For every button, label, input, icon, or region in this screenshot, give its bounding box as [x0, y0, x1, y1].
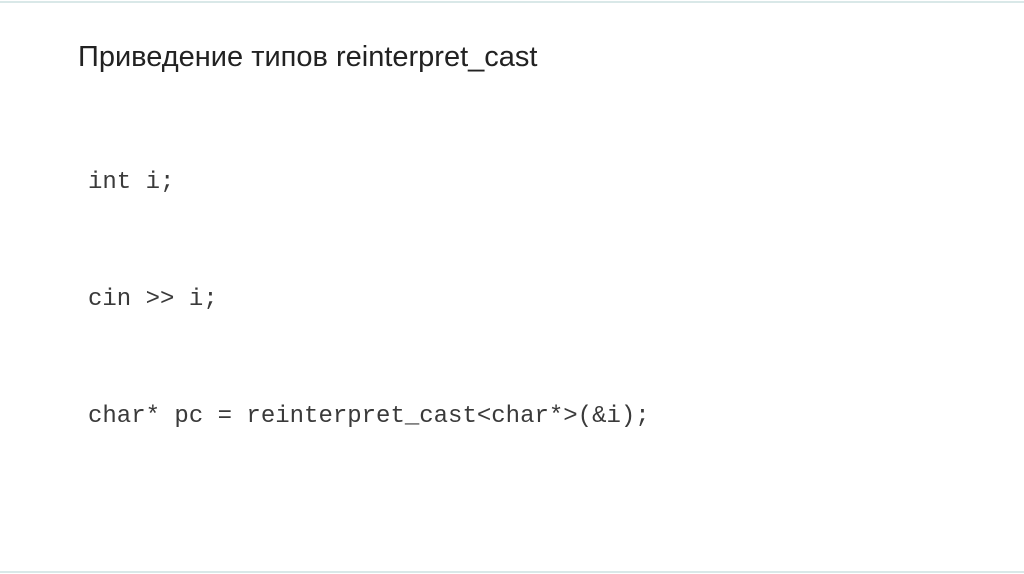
- code-line-1: int i;: [88, 169, 175, 196]
- code-block: int i; cin >> i; char* pc = reinterpret_…: [88, 85, 650, 514]
- bottom-accent-line: [0, 571, 1024, 573]
- top-accent-line: [0, 1, 1024, 3]
- code-line-2: cin >> i;: [88, 286, 218, 313]
- code-line-3: char* pc = reinterpret_cast<char*>(&i);: [88, 403, 650, 430]
- slide-title: Приведение типов reinterpret_cast: [78, 41, 538, 73]
